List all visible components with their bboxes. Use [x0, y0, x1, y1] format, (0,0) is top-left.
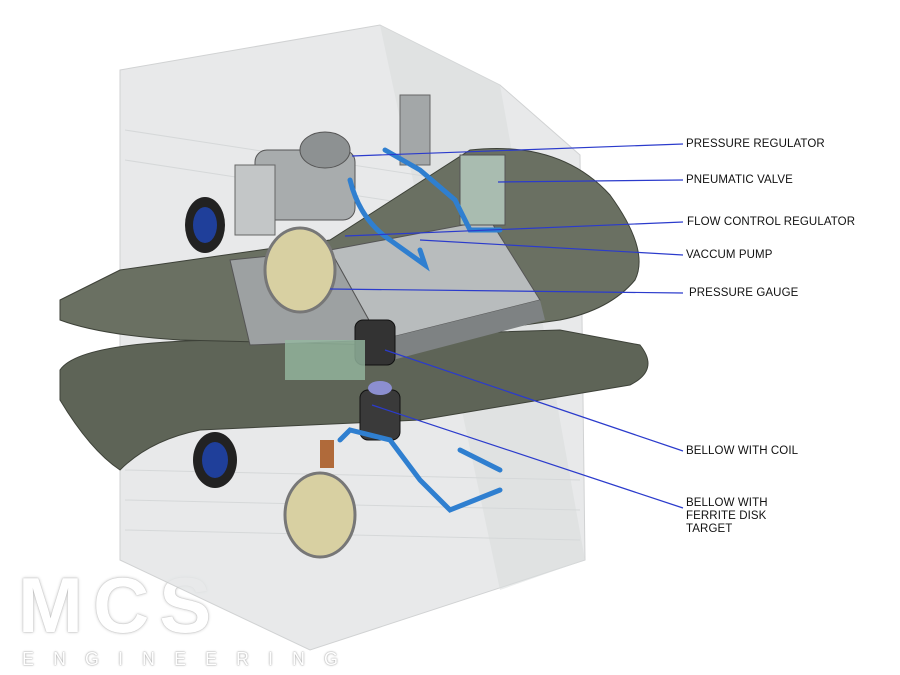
label-pressure-gauge: PRESSURE GAUGE: [689, 287, 799, 299]
leader-pneumatic-valve: [497, 179, 684, 183]
pneumatic-valve-body: [459, 154, 506, 226]
label-flow-control-regulator: FLOW CONTROL REGULATOR: [687, 216, 856, 228]
pneumatic-tubing: [337, 147, 503, 513]
leader-bellow-with-ferrite: [371, 404, 684, 509]
leader-pressure-gauge: [329, 288, 684, 294]
pressure-gauge-dial-lower: [283, 471, 357, 559]
label-vaccum-pump: VACCUM PUMP: [686, 249, 773, 261]
leader-vaccum-pump: [419, 239, 684, 256]
leader-lines: [329, 143, 684, 509]
label-bellow-with-ferrite: BELLOW WITH FERRITE DISK TARGET: [686, 497, 768, 536]
leader-bellow-with-coil: [384, 349, 684, 452]
leader-flow-control-regulator: [344, 221, 684, 237]
label-line: TARGET: [686, 523, 733, 535]
pressure-gauge-dial: [263, 226, 337, 314]
label-bellow-with-coil: BELLOW WITH COIL: [686, 445, 799, 457]
label-line: BELLOW WITH: [686, 497, 768, 509]
logo-subtitle: ENGINEERING: [22, 649, 358, 669]
label-pneumatic-valve: PNEUMATIC VALVE: [686, 174, 793, 186]
label-line: FERRITE DISK: [686, 510, 767, 522]
leader-pressure-regulator: [351, 143, 684, 157]
label-pressure-regulator: PRESSURE REGULATOR: [686, 138, 825, 150]
lower-tray: [59, 329, 649, 471]
